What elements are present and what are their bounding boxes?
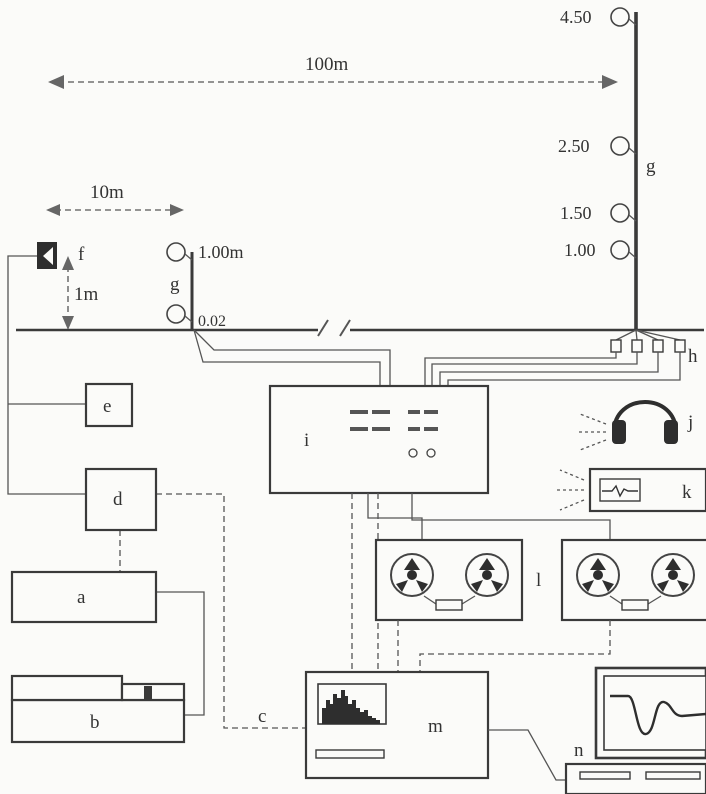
label-c: c <box>258 706 266 727</box>
microphone-icon <box>166 242 186 262</box>
label-d: d <box>113 489 123 510</box>
spectrum-graphic <box>322 690 380 724</box>
i-controls <box>350 410 438 458</box>
computer: n <box>564 666 706 794</box>
label-g-short: g <box>170 274 180 295</box>
height-1m: 1m <box>62 256 99 330</box>
label-j: j <box>687 412 693 433</box>
reel-icon <box>465 553 509 597</box>
label-n: n <box>574 740 584 761</box>
distance-100m: 100m <box>48 54 618 89</box>
m-to-n-cable <box>488 729 566 781</box>
reel-icon <box>576 553 620 597</box>
box-k: k <box>556 467 706 513</box>
microphone-icon <box>166 304 186 324</box>
microphone-icon <box>610 203 630 223</box>
box-e: e <box>84 382 134 428</box>
label-g-tall: g <box>646 156 656 177</box>
tape-recorder-1: l <box>374 538 541 622</box>
box-a: a <box>10 570 158 624</box>
tall-mast: 4.50 2.50 1.50 1.00 g <box>558 7 656 330</box>
label-e: e <box>103 396 111 417</box>
recorder-links <box>397 620 611 672</box>
tall-mast-height-4: 1.00 <box>564 240 596 260</box>
label-k: k <box>682 482 692 503</box>
box-b: b <box>10 674 186 744</box>
reel-icon <box>651 553 695 597</box>
distance-10m-label: 10m <box>90 182 124 203</box>
label-i: i <box>304 430 309 451</box>
label-l: l <box>536 570 541 591</box>
short-mast-bottom-height: 0.02 <box>198 313 226 330</box>
box-m: m <box>304 670 490 780</box>
microphone-icon <box>610 240 630 260</box>
headphones-icon <box>612 400 678 444</box>
reel-icon <box>390 553 434 597</box>
loudspeaker: f <box>37 242 85 269</box>
short-mast-top-height: 1.00m <box>198 242 244 262</box>
height-1m-label: 1m <box>74 284 99 305</box>
preamplifiers: h <box>610 329 698 367</box>
box-i: i <box>268 384 490 495</box>
box-d: d <box>84 467 158 532</box>
label-h: h <box>688 346 698 367</box>
short-mast: 1.00m 0.02 g <box>166 242 244 330</box>
tall-mast-height-3: 1.50 <box>560 203 592 223</box>
microphone-icon <box>610 136 630 156</box>
distance-100m-label: 100m <box>305 54 349 75</box>
label-f: f <box>78 244 85 265</box>
short-mast-cables <box>193 329 391 386</box>
left-wiring <box>7 255 306 729</box>
i-outputs <box>351 493 611 672</box>
label-a: a <box>77 587 86 608</box>
distance-10m: 10m <box>46 182 184 216</box>
tall-mast-height-1: 4.50 <box>560 7 592 27</box>
ground-line <box>16 319 704 337</box>
headphones: j <box>578 400 693 451</box>
label-b: b <box>90 712 100 733</box>
microphone-icon <box>610 7 630 27</box>
tall-mast-height-2: 2.50 <box>558 136 590 156</box>
tape-recorder-2 <box>560 538 706 622</box>
label-m: m <box>428 716 443 737</box>
preamp-cables <box>424 352 681 386</box>
